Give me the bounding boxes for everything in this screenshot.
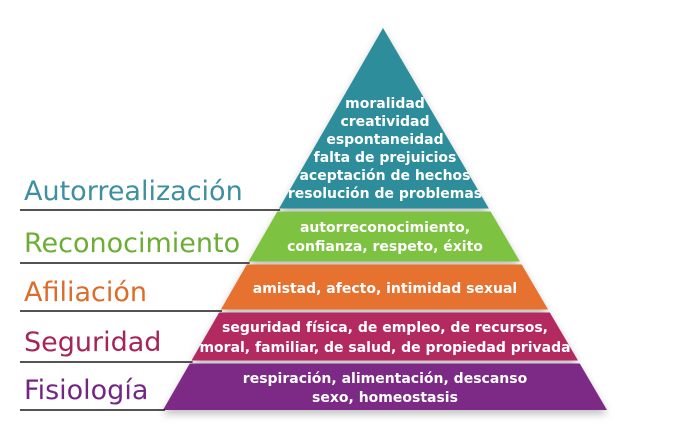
- band-text-line: falta de prejuicios: [314, 150, 457, 166]
- level-label-seguridad: Seguridad: [24, 327, 161, 358]
- band-text-line: confianza, respeto, éxito: [287, 239, 483, 255]
- band-text-line: seguridad física, de empleo, de recursos…: [222, 320, 548, 336]
- band-text-line: moralidad: [345, 96, 425, 112]
- band-afiliacion: [220, 264, 549, 310]
- level-label-fisiologia: Fisiología: [24, 375, 148, 406]
- level-label-afiliacion: Afiliación: [24, 277, 147, 308]
- band-autorrealizacion: [279, 28, 489, 209]
- band-text-line: moral, familiar, de salud, de propiedad …: [199, 340, 570, 356]
- band-fisiologia: [163, 363, 607, 410]
- band-text-line: amistad, afecto, intimidad sexual: [253, 281, 517, 297]
- level-label-reconocimiento: Reconocimiento: [24, 228, 240, 259]
- band-seguridad: [191, 312, 578, 361]
- band-text-line: creatividad: [340, 114, 429, 130]
- band-text-line: autorreconocimiento,: [300, 220, 470, 236]
- band-text-line: resolución de problemas: [288, 186, 482, 202]
- level-label-autorrealizacion: Autorrealización: [24, 176, 243, 207]
- band-reconocimiento: [248, 211, 520, 262]
- band-text-line: espontaneidad: [326, 132, 443, 148]
- band-text-line: respiración, alimentación, descanso: [243, 371, 528, 387]
- band-text-line: sexo, homeostasis: [312, 390, 458, 406]
- band-text-line: aceptación de hechos: [299, 168, 470, 184]
